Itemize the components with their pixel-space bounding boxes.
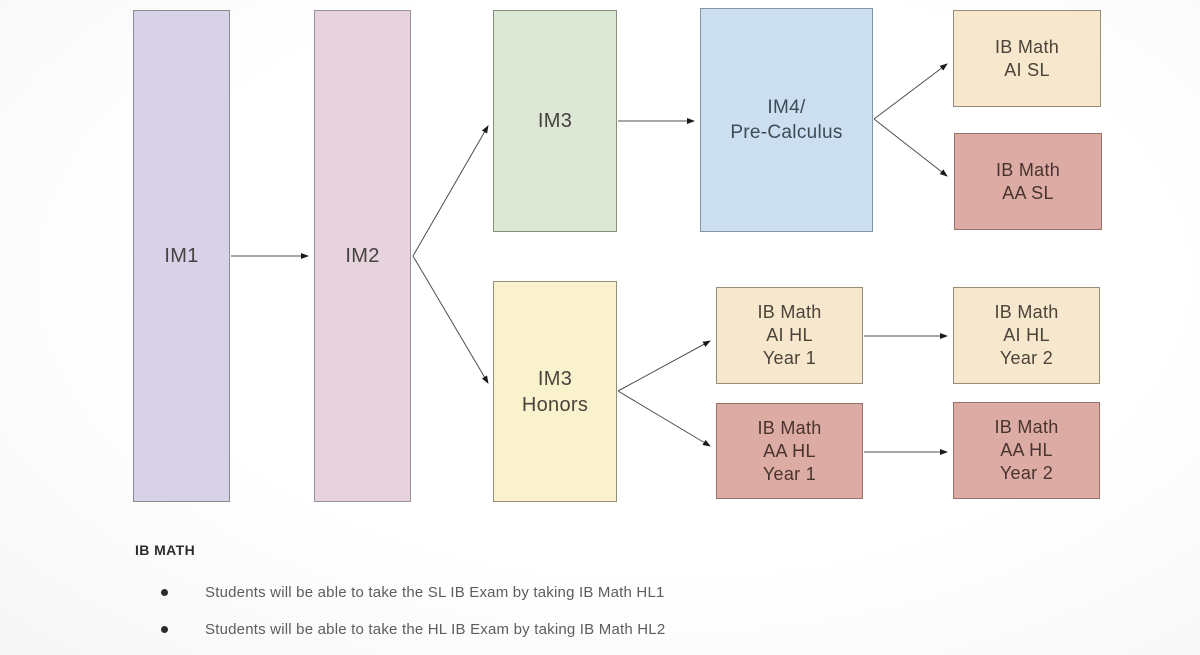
node-ib-math-ai-sl-label: IB Math AI SL	[994, 36, 1060, 80]
node-im3-honors: IM3 Honors	[493, 281, 617, 502]
arrow-im4-aisl	[873, 63, 948, 120]
arrow-im2-im3h	[412, 255, 489, 384]
note-bullet-hl-exam: Students will be able to take the HL IB …	[161, 621, 665, 638]
node-im4-label: IM4/ Pre-Calculus	[730, 97, 843, 143]
node-ib-math-ai-sl: IB Math AI SL	[953, 10, 1101, 107]
node-im3-label: IM3	[537, 110, 573, 132]
node-im1: IM1	[133, 10, 230, 502]
note-bullet-sl-exam-text: Students will be able to take the SL IB …	[205, 584, 665, 601]
bullet-dot-icon	[161, 626, 168, 633]
node-im2-label: IM2	[345, 245, 380, 267]
node-im3-honors-label: IM3 Honors	[521, 367, 589, 416]
node-ib-math-ai-hl-year2: IB Math AI HL Year 2	[953, 287, 1100, 384]
note-bullet-hl-exam-text: Students will be able to take the HL IB …	[205, 621, 666, 638]
arrow-im3h-aihl1	[617, 340, 711, 392]
node-ib-math-aa-sl: IB Math AA SL	[954, 133, 1102, 230]
arrow-im3h-aahl1	[617, 390, 711, 447]
node-ib-math-aa-hl-year2-label: IB Math AA HL Year 2	[994, 417, 1059, 483]
node-ib-math-ai-hl-year1-label: IB Math AI HL Year 1	[757, 302, 822, 368]
node-ib-math-aa-sl-label: IB Math AA SL	[995, 159, 1061, 203]
node-ib-math-aa-hl-year1: IB Math AA HL Year 1	[716, 403, 863, 499]
notes-heading: IB MATH	[135, 542, 196, 558]
node-im2: IM2	[314, 10, 411, 502]
node-im1-label: IM1	[164, 245, 199, 267]
node-ib-math-ai-hl-year1: IB Math AI HL Year 1	[716, 287, 863, 384]
arrow-im2-im3	[412, 125, 489, 257]
node-ib-math-aa-hl-year2: IB Math AA HL Year 2	[953, 402, 1100, 499]
arrow-im4-aasl	[873, 118, 948, 177]
node-im4-pre-calculus: IM4/ Pre-Calculus	[700, 8, 873, 232]
node-im3: IM3	[493, 10, 617, 232]
node-ib-math-aa-hl-year1-label: IB Math AA HL Year 1	[757, 417, 822, 484]
bullet-dot-icon	[161, 589, 168, 596]
node-ib-math-ai-hl-year2-label: IB Math AI HL Year 2	[994, 302, 1059, 368]
note-bullet-sl-exam: Students will be able to take the SL IB …	[161, 584, 665, 601]
